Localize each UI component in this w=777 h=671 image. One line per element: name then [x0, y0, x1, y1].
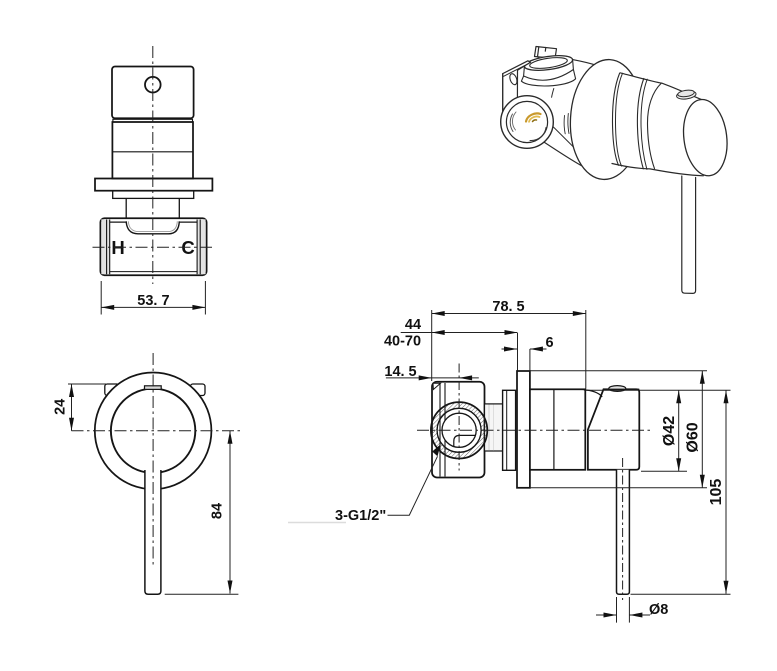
svg-text:24: 24 — [53, 399, 69, 415]
svg-text:40-70: 40-70 — [384, 334, 421, 350]
svg-text:78. 5: 78. 5 — [492, 299, 524, 315]
svg-text:14. 5: 14. 5 — [384, 364, 416, 380]
svg-text:Ø60: Ø60 — [685, 422, 702, 452]
svg-text:Ø42: Ø42 — [661, 416, 678, 446]
svg-text:3-G1/2": 3-G1/2" — [335, 508, 386, 524]
svg-text:84: 84 — [210, 503, 226, 519]
svg-text:Ø8: Ø8 — [649, 602, 668, 618]
svg-text:44: 44 — [405, 317, 421, 333]
svg-text:105: 105 — [708, 479, 725, 506]
svg-text:53. 7: 53. 7 — [137, 293, 169, 309]
svg-text:6: 6 — [546, 335, 554, 351]
